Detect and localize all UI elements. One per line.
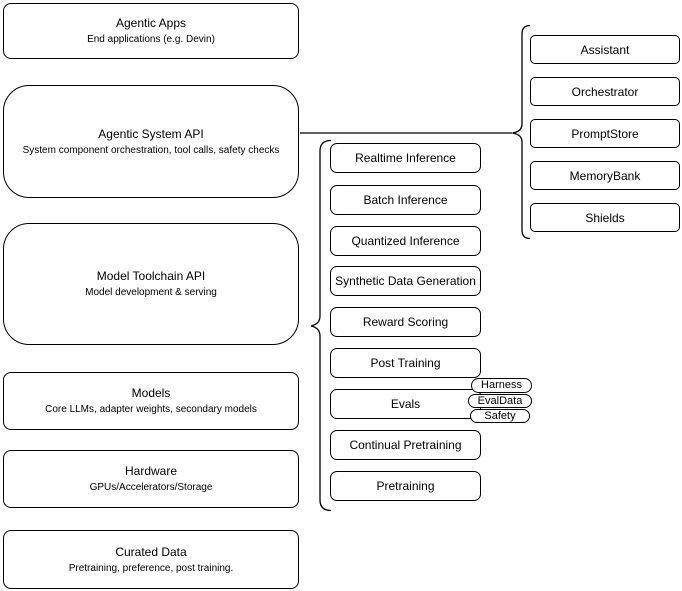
node-post-training: Post Training <box>330 348 481 378</box>
node-label: Orchestrator <box>571 84 639 99</box>
node-label: Post Training <box>370 356 441 370</box>
node-batch-inference: Batch Inference <box>330 185 481 215</box>
node-label: Realtime Inference <box>355 151 456 165</box>
node-agentic-apps: Agentic Apps End applications (e.g. Devi… <box>3 3 299 59</box>
node-promptstore: PromptStore <box>530 119 680 148</box>
node-models: Models Core LLMs, adapter weights, secon… <box>3 372 299 430</box>
node-assistant: Assistant <box>530 35 680 64</box>
pill-evaldata: EvalData <box>468 394 532 408</box>
node-title: Models <box>131 386 171 400</box>
pill-label: Harness <box>481 379 522 391</box>
node-label: Quantized Inference <box>351 234 460 248</box>
node-subtitle: Core LLMs, adapter weights, secondary mo… <box>45 404 257 415</box>
node-subtitle: GPUs/Accelerators/Storage <box>89 482 213 493</box>
node-subtitle: Model development & serving <box>85 287 217 298</box>
pill-label: EvalData <box>477 394 523 407</box>
system-components-bracket <box>512 24 531 240</box>
node-synthetic-data-generation: Synthetic Data Generation <box>330 266 481 296</box>
node-pretraining: Pretraining <box>330 471 481 501</box>
node-title: Agentic Apps <box>115 16 187 30</box>
node-label: Evals <box>390 397 421 411</box>
node-agentic-system-api: Agentic System API System component orch… <box>3 85 299 198</box>
node-label: Continual Pretraining <box>349 438 462 452</box>
node-continual-pretraining: Continual Pretraining <box>330 430 481 460</box>
node-curated-data: Curated Data Pretraining, preference, po… <box>3 530 299 589</box>
pill-harness: Harness <box>471 378 532 393</box>
node-orchestrator: Orchestrator <box>530 77 680 106</box>
node-label: Shields <box>585 210 625 225</box>
node-label: Batch Inference <box>363 193 448 207</box>
node-model-toolchain-api: Model Toolchain API Model development & … <box>3 223 299 345</box>
node-label: Pretraining <box>376 479 435 493</box>
node-hardware: Hardware GPUs/Accelerators/Storage <box>3 450 299 508</box>
node-title: Agentic System API <box>98 126 204 141</box>
node-subtitle: End applications (e.g. Devin) <box>87 34 215 45</box>
node-shields: Shields <box>530 203 680 232</box>
node-label: PromptStore <box>571 126 639 141</box>
node-label: Synthetic Data Generation <box>335 274 476 288</box>
pill-safety: Safety <box>470 409 530 423</box>
node-memorybank: MemoryBank <box>530 161 680 190</box>
pill-label: Safety <box>484 409 516 422</box>
node-quantized-inference: Quantized Inference <box>330 226 481 256</box>
node-label: Assistant <box>580 42 630 57</box>
node-title: Hardware <box>124 464 178 478</box>
toolchain-bracket <box>310 139 332 512</box>
node-title: Model Toolchain API <box>96 269 206 283</box>
node-subtitle: System component orchestration, tool cal… <box>22 144 280 156</box>
node-label: Reward Scoring <box>362 315 449 329</box>
node-subtitle: Pretraining, preference, post training. <box>68 562 234 574</box>
node-label: MemoryBank <box>569 168 641 183</box>
node-reward-scoring: Reward Scoring <box>330 307 481 337</box>
node-title: Curated Data <box>115 544 187 559</box>
node-realtime-inference: Realtime Inference <box>330 143 481 173</box>
node-evals: Evals <box>330 389 481 419</box>
